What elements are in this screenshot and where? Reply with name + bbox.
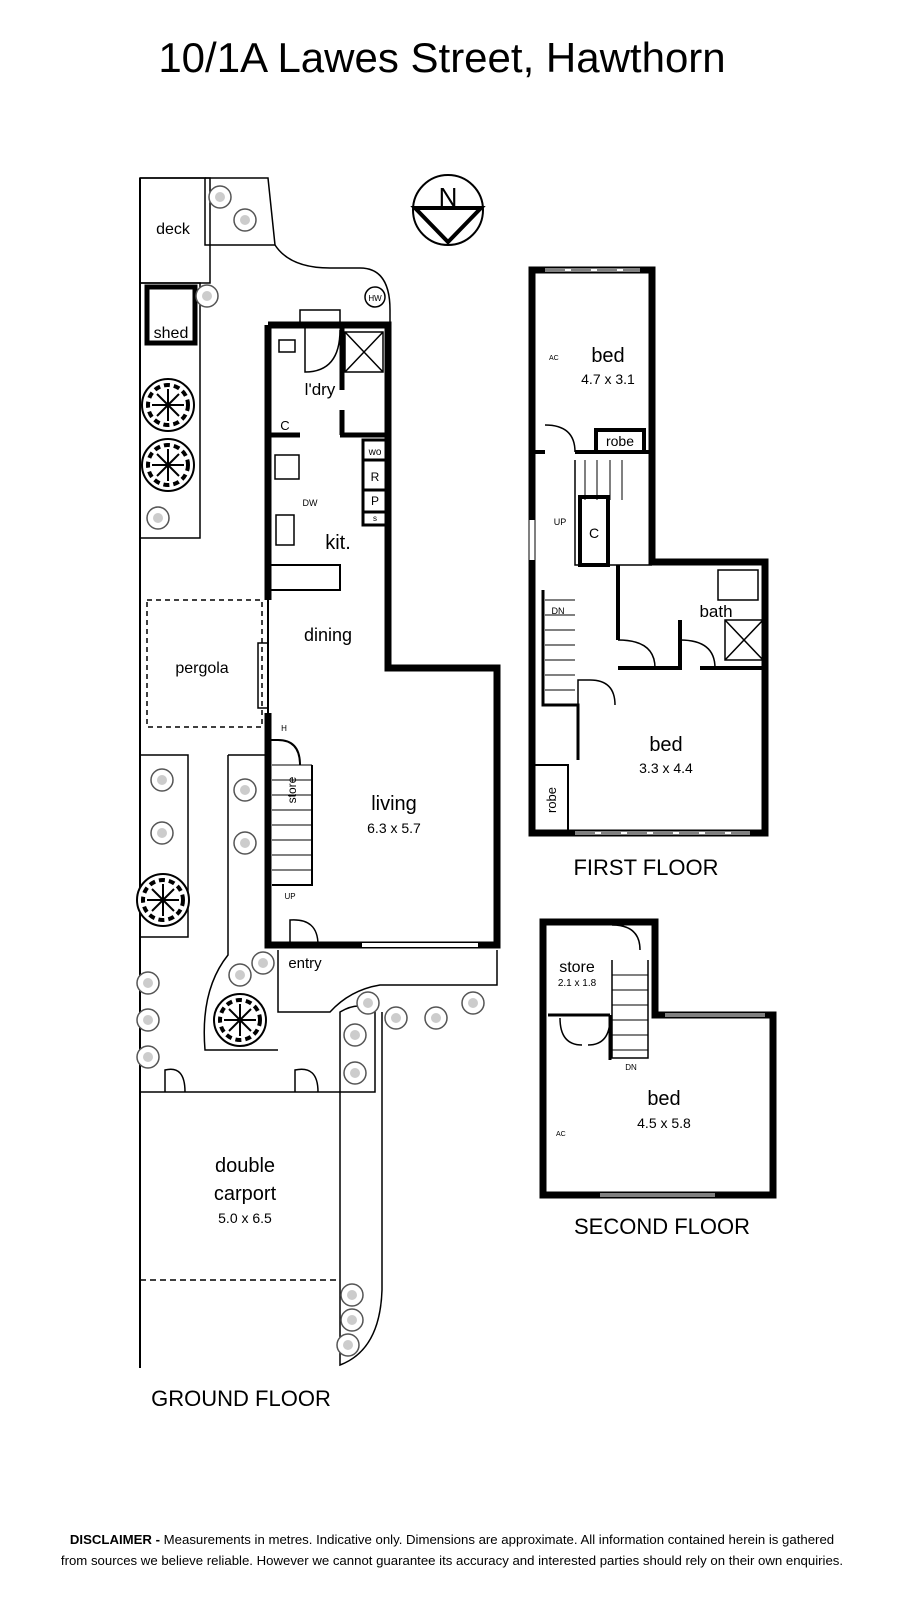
room-label-deck: deck <box>156 221 191 238</box>
svg-text:robe: robe <box>606 433 634 449</box>
disclaimer-line-2: from sources we believe reliable. Howeve… <box>60 1553 844 1568</box>
ground-floor-plan <box>139 177 501 1368</box>
ground-floor-labels: deck shed HW l'dry C wo R P s DW kit. di… <box>151 221 421 1411</box>
svg-text:AC: AC <box>549 355 559 362</box>
svg-text:H: H <box>281 724 287 733</box>
svg-text:carport: carport <box>214 1183 277 1205</box>
svg-text:wo: wo <box>368 447 382 458</box>
room-label-pergola: pergola <box>175 660 228 677</box>
svg-text:3.3 x 4.4: 3.3 x 4.4 <box>639 760 693 776</box>
first-floor-heading: FIRST FLOOR <box>573 855 718 880</box>
svg-text:robe: robe <box>544 787 559 813</box>
room-label-bed-1: bed <box>591 345 624 367</box>
second-floor-heading: SECOND FLOOR <box>574 1214 750 1239</box>
svg-text:P: P <box>371 494 379 508</box>
svg-text:5.0 x 6.5: 5.0 x 6.5 <box>218 1210 272 1226</box>
svg-text:N: N <box>439 182 458 212</box>
svg-text:s: s <box>373 514 377 523</box>
svg-text:C: C <box>280 418 289 433</box>
room-label-store: store <box>559 959 595 976</box>
svg-text:DN: DN <box>625 1063 637 1072</box>
svg-text:UP: UP <box>284 892 295 901</box>
room-label-laundry: l'dry <box>305 380 336 399</box>
room-label-dining: dining <box>304 625 352 645</box>
room-label-shed: shed <box>154 325 189 342</box>
svg-text:UP: UP <box>554 517 567 527</box>
svg-text:DN: DN <box>552 606 565 616</box>
svg-text:R: R <box>371 470 380 484</box>
room-label-kitchen: kit. <box>325 532 351 554</box>
svg-text:4.7 x 3.1: 4.7 x 3.1 <box>581 371 635 387</box>
svg-text:HW: HW <box>368 294 382 303</box>
room-label-bath: bath <box>699 602 732 621</box>
ground-floor-plants <box>135 185 485 1357</box>
north-compass-icon: N <box>410 174 486 246</box>
svg-text:C: C <box>589 525 599 541</box>
room-label-entry: entry <box>288 955 322 972</box>
room-label-carport: double <box>215 1155 275 1177</box>
svg-text:DW: DW <box>303 498 318 508</box>
svg-text:store: store <box>285 776 299 803</box>
disclaimer: DISCLAIMER - Measurements in metres. Ind… <box>0 1529 904 1571</box>
second-floor-labels: store 2.1 x 1.8 DN bed 4.5 x 5.8 AC SECO… <box>556 959 750 1239</box>
disclaimer-line-1: Measurements in metres. Indicative only.… <box>160 1532 835 1547</box>
first-floor-labels: bed 4.7 x 3.1 AC robe UP C DN bath bed 3… <box>544 345 733 880</box>
room-label-bed-3: bed <box>647 1088 680 1110</box>
svg-text:6.3 x 5.7: 6.3 x 5.7 <box>367 820 421 836</box>
room-label-living: living <box>371 793 417 815</box>
first-floor-plan <box>528 266 769 837</box>
second-floor-plan <box>539 918 777 1199</box>
disclaimer-label: DISCLAIMER - <box>69 1532 160 1547</box>
room-label-bed-2: bed <box>649 734 682 756</box>
svg-text:AC: AC <box>556 1131 566 1138</box>
svg-text:2.1 x 1.8: 2.1 x 1.8 <box>558 978 597 989</box>
ground-floor-heading: GROUND FLOOR <box>151 1386 331 1411</box>
svg-text:4.5 x 5.8: 4.5 x 5.8 <box>637 1115 691 1131</box>
page-title: 10/1A Lawes Street, Hawthorn <box>158 34 726 81</box>
